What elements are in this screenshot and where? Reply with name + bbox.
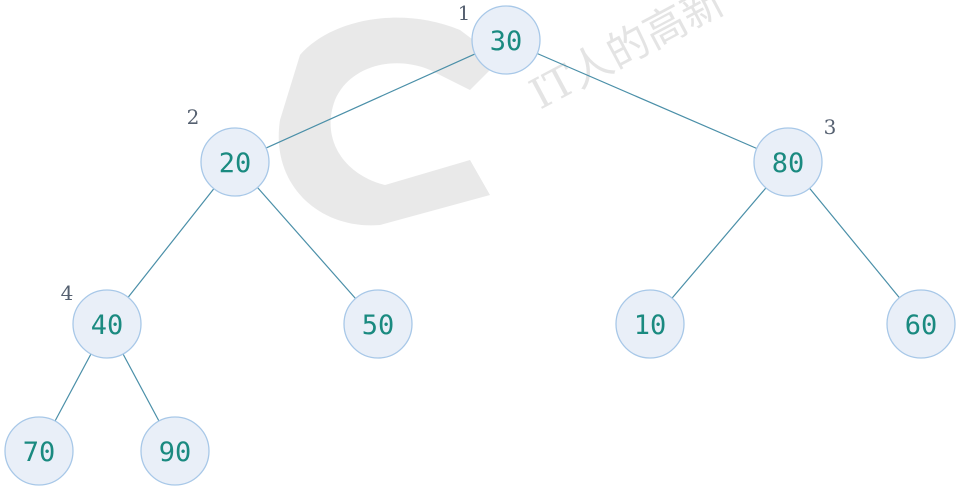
node-circle	[471, 5, 541, 75]
edge-n30-n80	[536, 52, 758, 150]
edges	[54, 52, 900, 422]
node-value: 70	[23, 437, 56, 468]
edge-n80-n60	[809, 187, 900, 299]
node-circle	[4, 416, 74, 486]
node-index-label: 1	[458, 1, 471, 25]
watermark-logo	[278, 17, 500, 226]
watermark-text: IT人的高新	[522, 0, 733, 119]
edge-n40-n90	[122, 353, 160, 422]
node-index-label: 4	[61, 281, 74, 305]
tree-node-50: 50	[343, 289, 413, 359]
tree-node-30: 30 1	[458, 1, 541, 75]
tree-node-10: 10	[615, 289, 685, 359]
node-circle	[200, 127, 270, 197]
edge-n40-n70	[54, 353, 92, 422]
node-value: 60	[905, 310, 938, 341]
tree-node-60: 60	[886, 289, 956, 359]
tree-node-20: 20 2	[187, 105, 270, 197]
node-value: 40	[91, 310, 124, 341]
tree-node-90: 90	[140, 416, 210, 486]
node-index-label: 2	[187, 105, 200, 129]
edge-n20-n50	[257, 187, 356, 299]
node-value: 10	[634, 310, 667, 341]
edge-n20-n40	[127, 188, 215, 298]
node-circle	[140, 416, 210, 486]
tree-node-70: 70	[4, 416, 74, 486]
node-circle	[72, 289, 142, 359]
nodes: 30 1 20 2 80 3 40 4 50 10 60 70 90	[4, 1, 956, 486]
tree-node-80: 80 3	[753, 115, 837, 197]
node-circle	[753, 127, 823, 197]
node-circle	[886, 289, 956, 359]
edge-n80-n10	[671, 187, 767, 299]
node-circle	[343, 289, 413, 359]
node-index-label: 3	[824, 115, 837, 139]
node-value: 90	[159, 437, 192, 468]
node-circle	[615, 289, 685, 359]
tree-node-40: 40 4	[61, 281, 142, 359]
node-value: 20	[219, 148, 252, 179]
edge-n30-n20	[265, 53, 476, 149]
node-value: 50	[362, 310, 395, 341]
node-value: 80	[772, 148, 805, 179]
node-value: 30	[490, 26, 523, 57]
